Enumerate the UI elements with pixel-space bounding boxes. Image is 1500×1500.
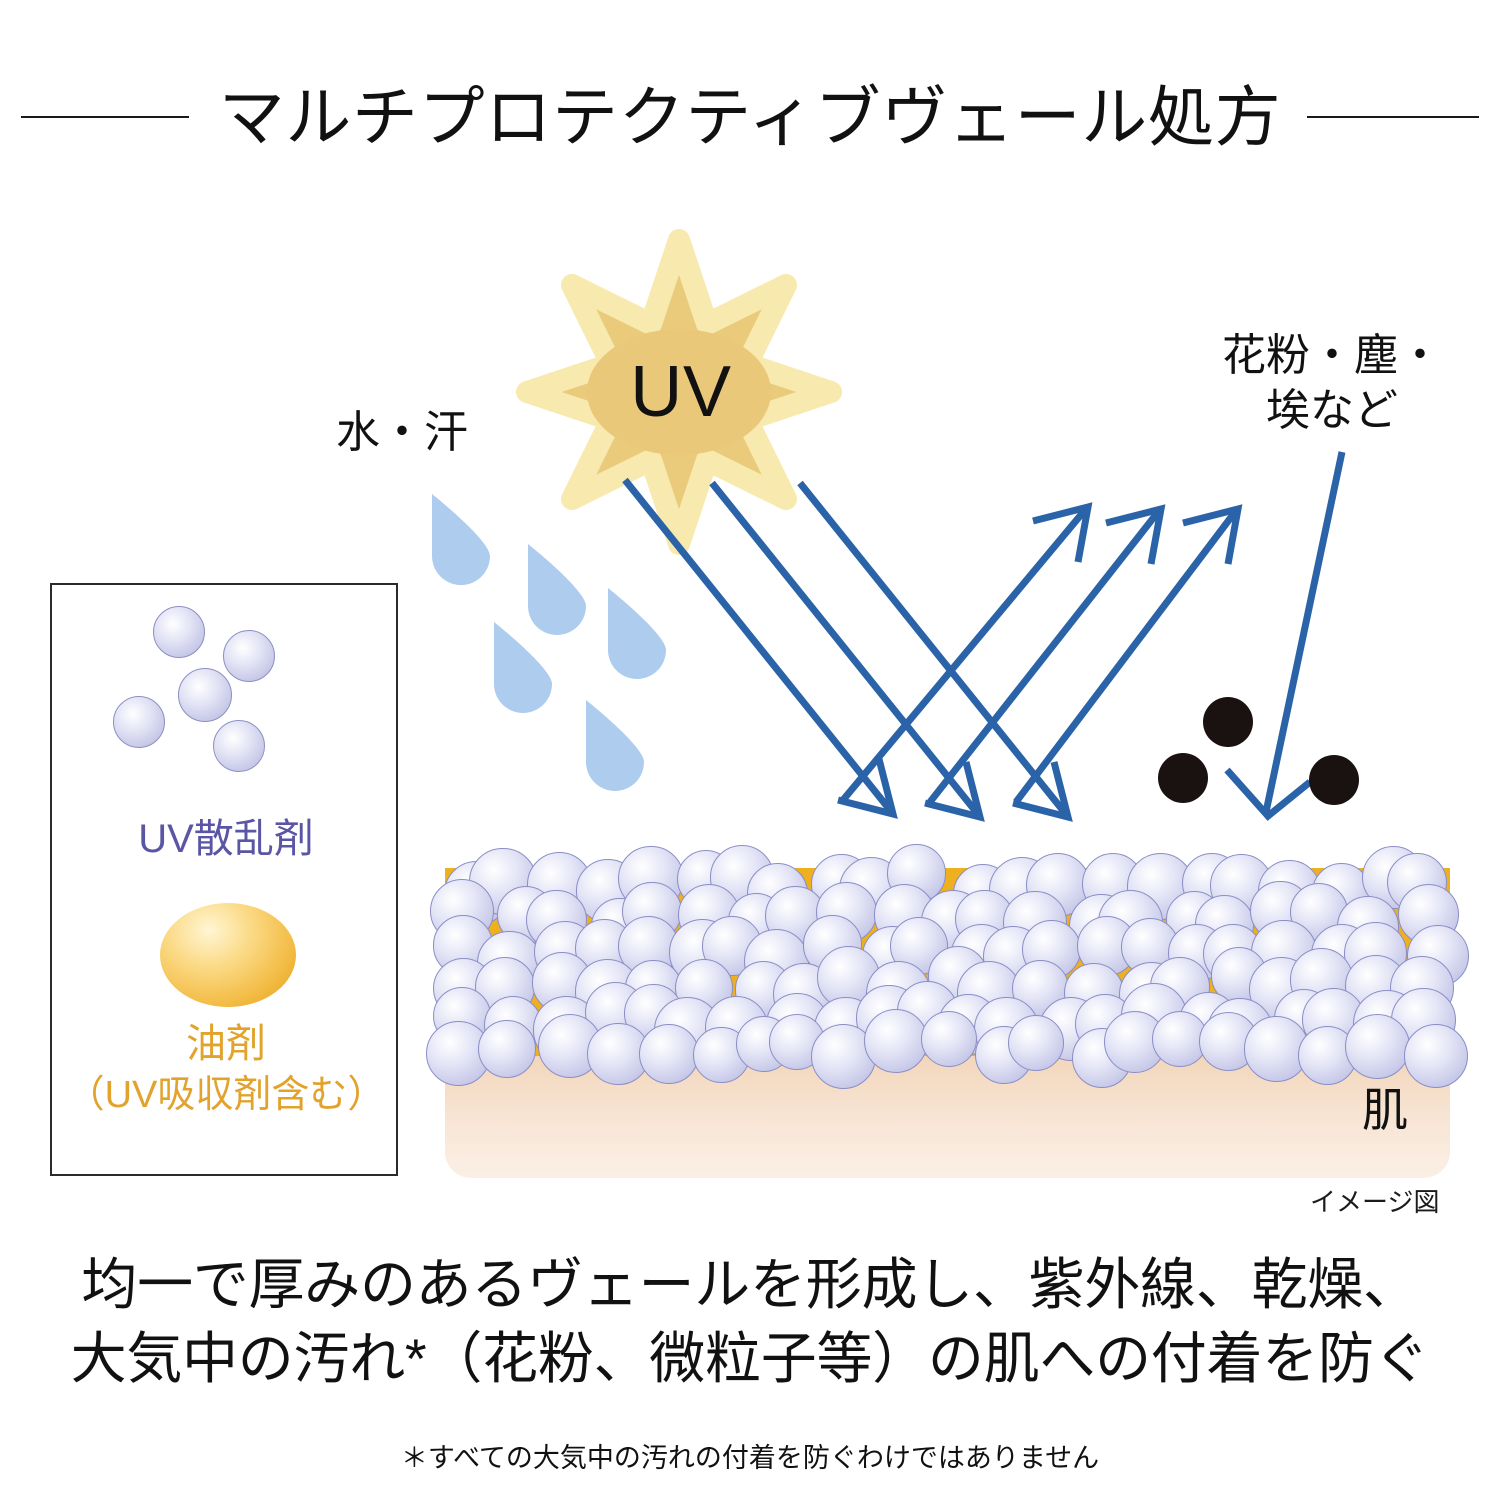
veil-particle [1403,1023,1468,1088]
veil-layer [426,844,1470,1178]
label-pollen-line2: 埃など [1266,386,1398,435]
arrow-incoming-uv [797,480,1073,822]
title-rule-left [20,116,189,118]
droplet [608,588,666,679]
legend-particle [178,668,232,722]
arrow-reflected-uv [840,502,1093,803]
footnote: ＊すべての大気中の汚れの付着を防ぐわけではありません [400,1443,1100,1473]
legend-scatter-particles-group [52,603,400,813]
droplet [431,494,490,586]
legend-particle [153,606,205,658]
sun-uv-label: UV [630,352,732,432]
veil-particle [1007,1014,1064,1071]
label-pollen-dust: 花粉・塵・ 埃など [1222,328,1442,438]
veil-particle [1345,1014,1411,1080]
body-copy: 均一で厚みのあるヴェールを形成し、紫外線、乾燥、 大気中の汚れ*（花粉、微粒子等… [0,1248,1500,1396]
veil-particle [863,1008,929,1074]
veil-particle [587,1022,650,1085]
body-copy-line1: 均一で厚みのあるヴェールを形成し、紫外線、乾燥、 [81,1253,1419,1316]
page-title: マルチプロテクティブヴェール処方 [218,80,1282,154]
legend-scatter-label: UV散乱剤 [138,817,314,861]
pollen-particle [1203,697,1253,747]
water-droplets-group [431,494,666,791]
veil-particle [639,1023,700,1084]
arrow-reflected-uv [927,504,1166,805]
legend-particle [113,696,165,748]
veil-particles-group [426,844,1470,1098]
arrow-pollen-incoming [1224,451,1346,821]
legend-particle [223,630,275,682]
veil-particle [1152,1010,1209,1067]
uv-reflected-arrows-group [840,502,1243,805]
pollen-particles-group [1158,697,1359,805]
pollen-particle [1309,755,1359,805]
legend-box: UV散乱剤 油剤 （UV吸収剤含む） [50,583,398,1176]
arrow-reflected-uv [1013,504,1243,805]
label-skin: 肌 [1362,1084,1408,1136]
droplet [586,700,644,791]
body-copy-line2: 大気中の汚れ*（花粉、微粒子等）の肌への付着を防ぐ [70,1326,1430,1390]
sun-label-wrap: UV [519,242,839,542]
legend-oil-label: 油剤 [186,1022,266,1066]
arrow-incoming-uv [622,477,898,819]
uv-incoming-arrows-group [622,477,1073,822]
arrow-incoming-uv [709,480,985,822]
pollen-particle [1158,753,1208,803]
legend-oil-shape-group [52,895,400,1025]
page-title-row: マルチプロテクティブヴェール処方 [0,62,1500,172]
title-rule-right [1307,116,1480,118]
veil-particle [920,1011,977,1068]
label-image-note: イメージ図 [1310,1187,1440,1217]
label-water-sweat: 水・汗 [336,408,468,457]
label-pollen-line1: 花粉・塵・ [1222,331,1442,380]
droplet [528,544,586,635]
droplet [494,622,552,713]
legend-oil-sublabel: （UV吸収剤含む） [66,1074,386,1116]
veil-particle [478,1019,537,1079]
oil-droplet-icon [160,903,296,1007]
legend-particle [213,720,265,772]
